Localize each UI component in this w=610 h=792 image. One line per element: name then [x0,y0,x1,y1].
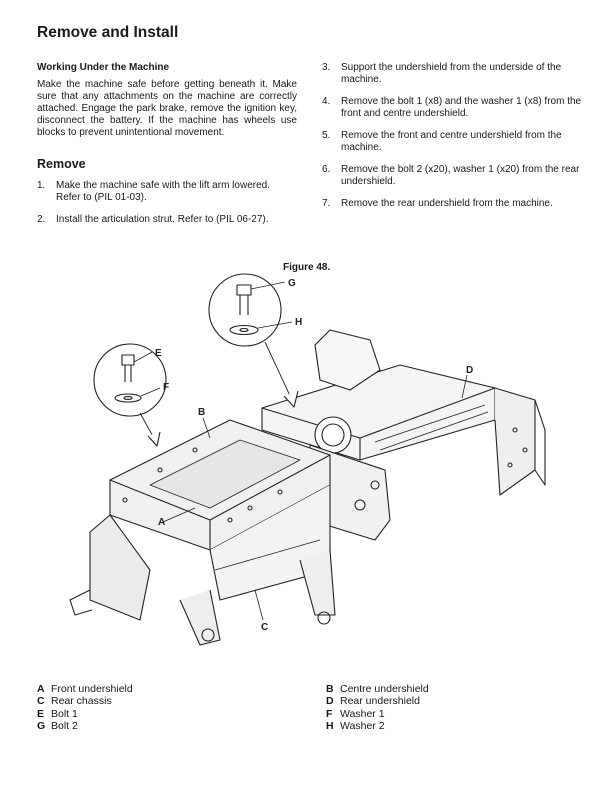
left-column: Working Under the Machine Make the machi… [37,62,297,236]
callout-c: C [261,622,268,633]
step-number: 1. [37,180,46,191]
working-text: Make the machine safe before getting ben… [37,79,297,138]
working-heading: Working Under the Machine [37,62,170,73]
bolt-1-head-icon [121,354,135,366]
washer-2-icon [229,324,259,336]
step-text: Remove the rear undershield from the mac… [341,198,553,209]
bolt-2-head-icon [236,284,252,296]
callout-a: A [158,517,165,528]
step-number: 3. [322,62,331,73]
machine-chassis-figure: A B C D E F G H [69,273,546,646]
bolt-2-shaft-icon [239,295,249,315]
step-text: Remove the front and centre undershield … [341,130,562,153]
callout-f: F [163,382,169,393]
callout-g: G [288,278,296,289]
step-number: 5. [322,130,331,141]
callout-b: B [198,407,205,418]
step-3: 3. Support the undershield from the unde… [322,62,584,86]
remove-heading: Remove [37,157,86,171]
bolt2-detail-bubble [208,273,299,408]
right-column: 3. Support the undershield from the unde… [322,62,584,220]
step-text: Install the articulation strut. Refer to… [56,214,269,225]
front-undershield-drawing [69,419,336,646]
step-6: 6. Remove the bolt 2 (x20), washer 1 (x2… [322,164,584,188]
page-title: Remove and Install [37,24,179,41]
callout-e: E [155,348,162,359]
washer-1-icon [114,393,142,403]
step-text: Make the machine safe with the lift arm … [56,180,270,203]
step-number: 2. [37,214,46,225]
callout-d: D [466,365,473,376]
figure-caption: Figure 48. [283,262,331,273]
callout-h: H [295,317,302,328]
step-number: 6. [322,164,331,175]
step-5: 5. Remove the front and centre undershie… [322,130,584,154]
bolt1-detail-bubble [93,343,167,447]
step-text: Remove the bolt 2 (x20), washer 1 (x20) … [341,164,580,187]
step-1: 1. Make the machine safe with the lift a… [37,180,297,204]
step-number: 7. [322,198,331,209]
step-4: 4. Remove the bolt 1 (x8) and the washer… [322,96,584,120]
step-text: Support the undershield from the undersi… [341,62,562,85]
step-2: 2. Install the articulation strut. Refer… [37,214,297,226]
step-text: Remove the bolt 1 (x8) and the washer 1 … [341,96,582,119]
callout-leaders [162,374,468,621]
bolt-1-shaft-icon [124,365,132,382]
step-number: 4. [322,96,331,107]
step-7: 7. Remove the rear undershield from the … [322,198,584,210]
